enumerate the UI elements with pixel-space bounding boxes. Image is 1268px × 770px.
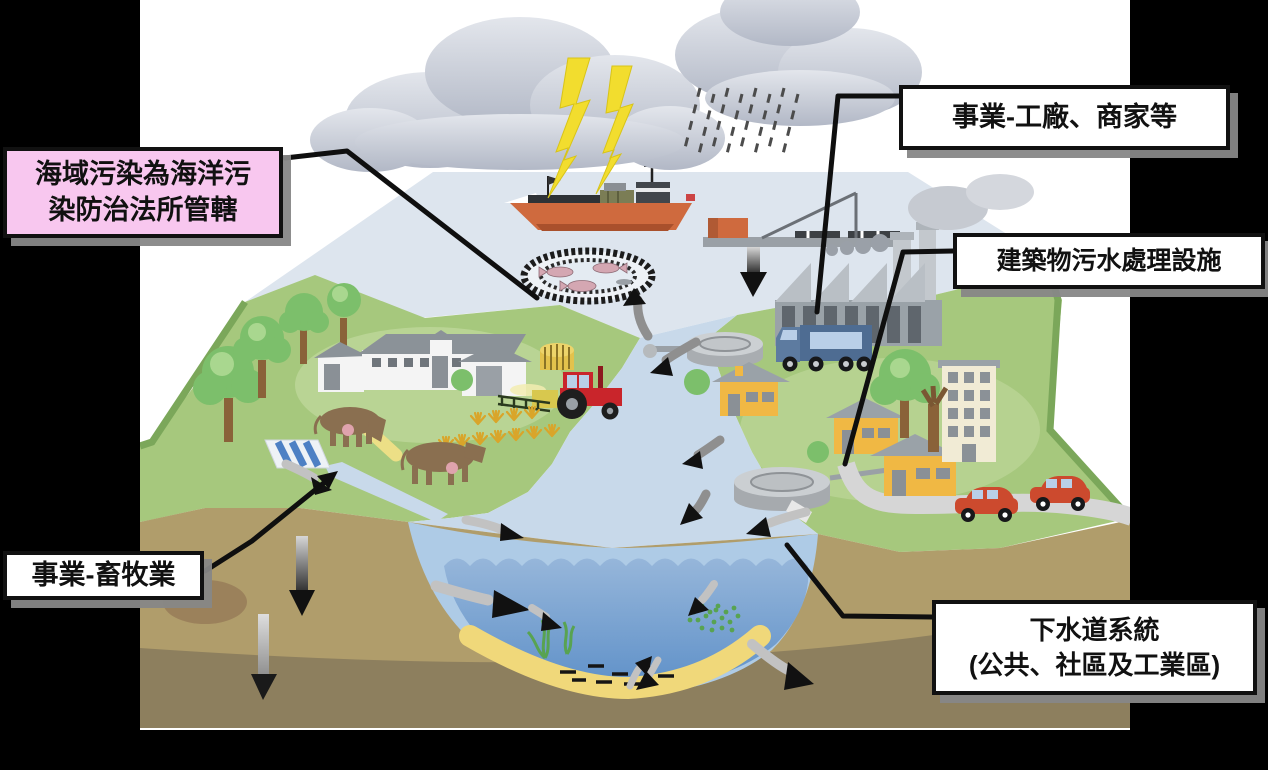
house-icon xyxy=(712,362,790,416)
connector-factory xyxy=(814,93,902,315)
fish-farm-net-icon xyxy=(520,247,656,305)
trees-right xyxy=(451,349,949,463)
farm-stream xyxy=(325,462,448,522)
flow-arrows xyxy=(281,288,814,690)
pier-crane-icon xyxy=(703,191,902,247)
slurry-pond-icon xyxy=(264,439,331,469)
treatment-tank-icon xyxy=(643,332,763,367)
cow-icon xyxy=(400,442,486,485)
house-icon xyxy=(870,434,960,496)
cargo-ship-icon xyxy=(504,160,695,231)
label-business-factories: 事業-工廠、商家等 xyxy=(899,85,1230,150)
tree-icon xyxy=(327,283,361,348)
bay-cross-section xyxy=(408,522,818,700)
tree-icon xyxy=(279,293,329,364)
connector-building-sewage xyxy=(842,248,956,467)
connector-livestock xyxy=(202,479,328,574)
flow-arrow-icon xyxy=(740,247,767,297)
farm-building-icon xyxy=(314,330,532,396)
rain-icon xyxy=(682,87,800,159)
connector-sewer xyxy=(784,542,935,620)
label-business-livestock: 事業-畜牧業 xyxy=(3,551,204,600)
car-icon xyxy=(955,487,1018,522)
trees-left xyxy=(193,283,361,442)
bush-icon xyxy=(807,441,829,463)
tree-icon xyxy=(233,316,291,398)
lightning-icon xyxy=(547,57,634,199)
cow-icon xyxy=(313,407,386,447)
groundwater-arrow-icon xyxy=(251,536,315,700)
river xyxy=(408,315,818,548)
hay-bale-icon xyxy=(540,343,574,370)
bush-icon xyxy=(451,369,473,391)
tree-icon xyxy=(920,385,949,452)
bush-icon xyxy=(684,369,710,395)
connector-marine xyxy=(282,148,540,301)
label-marine-pollution: 海域污染為海洋污 染防治法所管轄 xyxy=(3,147,283,238)
smoke-icon xyxy=(826,234,889,256)
truck-icon xyxy=(776,325,872,372)
connector-livestock-arrowhead xyxy=(317,471,338,489)
smoke-icon xyxy=(966,174,1034,210)
label-sewer-system: 下水道系統 (公共、社區及工業區) xyxy=(932,600,1257,695)
apartment-building-icon xyxy=(938,360,1000,462)
tractor-sprayer-icon xyxy=(497,366,622,420)
treatment-tank-icon xyxy=(734,465,903,523)
label-building-sewage-facility: 建築物污水處理設施 xyxy=(953,233,1265,289)
car-icon xyxy=(1030,476,1090,511)
